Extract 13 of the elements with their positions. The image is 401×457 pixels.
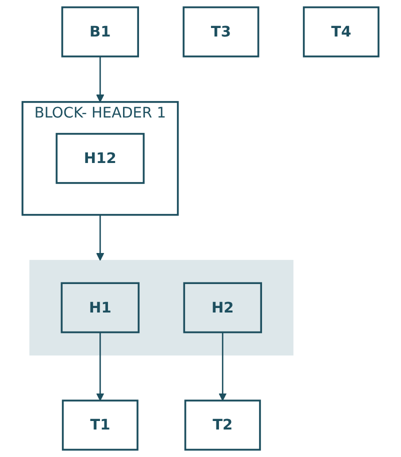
node-box: T4 <box>302 6 380 58</box>
node-box: T1 <box>62 400 138 451</box>
node-box: H12 <box>56 132 145 184</box>
arrow <box>218 332 227 401</box>
arrow <box>96 332 104 401</box>
node-box: H2 <box>183 282 262 334</box>
node-box: T2 <box>184 400 261 451</box>
cluster <box>29 260 294 356</box>
node-box: T3 <box>182 6 260 58</box>
arrow <box>96 214 104 261</box>
node-box: B1 <box>61 6 139 58</box>
arrow <box>96 56 104 102</box>
node-box: H1 <box>60 282 140 334</box>
